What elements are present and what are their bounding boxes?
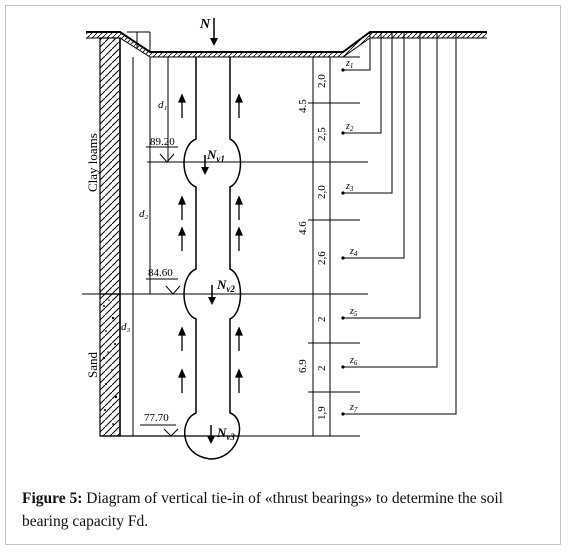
- svg-text:z3: z3: [345, 181, 354, 193]
- segment-dim-6: 2: [316, 366, 328, 372]
- figure-frame: [5, 5, 561, 545]
- pile-load-nv3: Nv3: [207, 425, 235, 444]
- z5-main: z: [349, 306, 354, 317]
- elevation-label-77-70: 77.70: [144, 412, 169, 424]
- segment-dim-7: 1,9: [316, 406, 328, 420]
- z5-sub: 5: [354, 310, 358, 318]
- segment-dim-4: 2,6: [316, 251, 328, 265]
- segment-dim-1: 2,0: [316, 74, 328, 88]
- group-dim-3: 6.9: [297, 359, 309, 373]
- load-label-n: N: [199, 17, 211, 32]
- z6-main: z: [349, 355, 354, 366]
- z1-sub: 1: [350, 62, 354, 70]
- z4-main: z: [349, 246, 354, 257]
- dimension-chain: [308, 56, 360, 437]
- layer-label-clay: Clay loams: [85, 133, 100, 192]
- svg-text:z4: z4: [349, 246, 358, 258]
- z6-sub: 6: [354, 359, 358, 367]
- z1-main: z: [345, 58, 350, 69]
- load-arrow-n: N: [199, 17, 218, 46]
- depth-label-d2: d₂: [139, 208, 149, 220]
- depth-label-d3: d₃: [121, 321, 131, 333]
- depth-dimension-lines: [132, 57, 169, 436]
- svg-text:z5: z5: [349, 306, 358, 318]
- elevation-marker-3: 77.70: [140, 412, 179, 437]
- elevation-lines: [82, 161, 368, 437]
- svg-text:Nv1: Nv1: [206, 147, 225, 164]
- segment-dim-2: 2,5: [316, 127, 328, 141]
- z7-sub: 7: [354, 406, 358, 414]
- pile-load-nv2: Nv2: [208, 277, 235, 305]
- svg-text:z1: z1: [345, 58, 353, 70]
- figure-caption-label: Figure 5:: [22, 490, 83, 507]
- pile-load-nv1: Nv1: [201, 147, 225, 175]
- svg-text:z6: z6: [349, 355, 358, 367]
- pile-load-nv1-main: N: [206, 147, 217, 162]
- group-dim-1: 4.5: [297, 99, 309, 113]
- pile-load-nv3-main: N: [216, 425, 227, 440]
- z4-sub: 4: [354, 250, 358, 258]
- figure-caption-text: Diagram of vertical tie-in of «thrust be…: [22, 490, 503, 530]
- figure-caption: Figure 5: Diagram of vertical tie-in of …: [22, 487, 547, 533]
- soil-column: [99, 37, 240, 437]
- z7-main: z: [349, 402, 354, 413]
- pile-body: [183, 57, 242, 460]
- elevation-label-84-60: 84.60: [148, 267, 173, 279]
- pile-load-nv2-sub: v2: [226, 284, 235, 294]
- pile-load-nv2-main: N: [216, 277, 227, 292]
- svg-text:z7: z7: [349, 402, 358, 414]
- pile-load-nv3-sub: v3: [226, 432, 235, 442]
- group-dim-2: 4.6: [297, 221, 309, 235]
- layer-label-sand: Sand: [85, 352, 100, 379]
- z2-sub: 2: [350, 125, 354, 133]
- svg-text:Nv3: Nv3: [216, 425, 235, 442]
- ground-surface: [86, 31, 487, 58]
- segment-dim-3: 2,0: [316, 185, 328, 199]
- sand-dots: [102, 299, 118, 425]
- svg-text:Nv2: Nv2: [216, 277, 235, 294]
- depth-label-d1: d₁: [158, 99, 168, 111]
- pile-load-nv1-sub: v1: [216, 154, 225, 164]
- z-depth-lines: [343, 32, 457, 415]
- z3-main: z: [345, 181, 350, 192]
- segment-dim-5: 2: [316, 317, 328, 323]
- elevation-marker-2: 84.60: [146, 267, 181, 295]
- z-depth-dots: [341, 68, 345, 416]
- elevation-label-89-20: 89.20: [150, 136, 175, 148]
- elevation-marker-1: 89.20: [146, 136, 178, 163]
- svg-text:z2: z2: [345, 121, 354, 133]
- z3-sub: 3: [349, 185, 354, 193]
- z2-main: z: [345, 121, 350, 132]
- side-friction-arrows: [178, 93, 243, 393]
